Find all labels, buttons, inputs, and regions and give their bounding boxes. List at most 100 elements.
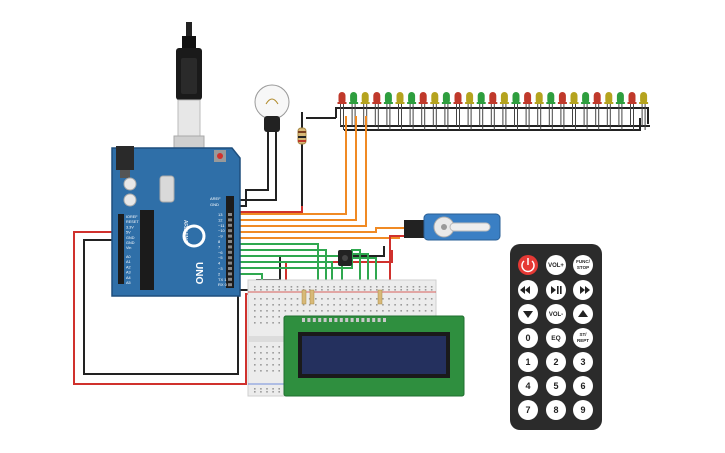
lcd-pin[interactable]: [356, 318, 359, 322]
lcd-pin[interactable]: [312, 318, 316, 322]
power-pin-label: 5V: [126, 231, 131, 235]
digital-pin[interactable]: [228, 256, 232, 260]
remote-digit-1-button[interactable]: 1: [518, 352, 538, 372]
remote-power-button[interactable]: [518, 255, 538, 275]
led-red[interactable]: [337, 92, 347, 130]
servo-motor[interactable]: [404, 213, 501, 241]
remote-down-button[interactable]: [518, 304, 538, 324]
lcd-pin[interactable]: [345, 318, 349, 322]
led-red[interactable]: [418, 92, 428, 130]
lcd-pin[interactable]: [323, 318, 327, 322]
digital-pin[interactable]: [228, 267, 232, 270]
lcd-pin[interactable]: [366, 318, 370, 322]
digital-pin[interactable]: [228, 277, 232, 281]
digital-pin[interactable]: [228, 213, 232, 216]
lcd-pin[interactable]: [318, 318, 322, 322]
digital-pin[interactable]: [228, 272, 232, 276]
digital-pin[interactable]: [228, 234, 232, 238]
lcd-pin[interactable]: [361, 318, 365, 322]
led-green[interactable]: [441, 92, 451, 130]
remote-vol-down-button[interactable]: VOL-: [546, 304, 566, 324]
lcd-display[interactable]: [283, 315, 465, 397]
lcd-pin[interactable]: [383, 318, 386, 322]
play-icon: [551, 286, 556, 294]
svg-text:EQ: EQ: [551, 335, 560, 342]
lcd-pin[interactable]: [339, 318, 343, 322]
led-green[interactable]: [511, 92, 521, 130]
remote-up-button[interactable]: [573, 304, 593, 324]
led-yellow[interactable]: [639, 92, 649, 130]
lcd-pin[interactable]: [334, 318, 338, 322]
remote-digit-5-button[interactable]: 5: [546, 376, 566, 396]
digital-pin-label: ~10: [218, 228, 226, 233]
remote-eq-button[interactable]: EQ: [546, 328, 566, 348]
lcd-pin[interactable]: [302, 318, 305, 322]
breadboard-resistors[interactable]: [301, 289, 383, 305]
arduino-uno-board[interactable]: UNO ARDUINO AREF GND: [111, 146, 241, 297]
remote-digit-6-button[interactable]: 6: [573, 376, 593, 396]
digital-pin[interactable]: [228, 223, 232, 227]
analog-pin-label: A4: [126, 276, 131, 280]
digital-pin[interactable]: [228, 245, 232, 249]
svg-text:1: 1: [525, 357, 530, 367]
remote-digit-3-button[interactable]: 3: [573, 352, 593, 372]
remote-play-pause-button[interactable]: [546, 280, 566, 300]
remote-digit-9-button[interactable]: 9: [573, 400, 593, 420]
digital-pin[interactable]: [228, 229, 232, 233]
digital-pin-label: ~3: [218, 266, 223, 271]
led-yellow[interactable]: [465, 92, 475, 130]
lcd-pin[interactable]: [372, 318, 376, 322]
digital-pin-label: RX 0: [218, 282, 228, 287]
remote-digit-8-button[interactable]: 8: [546, 400, 566, 420]
led-green[interactable]: [546, 92, 556, 130]
led-green[interactable]: [407, 92, 417, 130]
led-red[interactable]: [453, 92, 463, 130]
led-red[interactable]: [488, 92, 498, 130]
led-red[interactable]: [592, 92, 602, 130]
remote-vol-up-button[interactable]: VOL+: [546, 255, 566, 275]
resistor[interactable]: [297, 112, 336, 206]
svg-text:3: 3: [580, 357, 585, 367]
lcd-pin[interactable]: [350, 318, 354, 322]
arduino-logo-text: UNO: [193, 262, 204, 284]
ir-receiver[interactable]: [338, 250, 352, 266]
digital-pin[interactable]: [228, 240, 232, 243]
digital-pin[interactable]: [228, 250, 232, 254]
led-red[interactable]: [523, 92, 533, 130]
lcd-pin[interactable]: [377, 318, 381, 322]
remote-rewind-button[interactable]: [518, 280, 538, 300]
svg-text:4: 4: [525, 381, 530, 391]
led-row: [337, 92, 649, 130]
led-yellow[interactable]: [499, 92, 509, 130]
led-green[interactable]: [615, 92, 625, 130]
remote-func-stop-button[interactable]: FUNC/ STOP: [573, 255, 593, 275]
led-yellow[interactable]: [395, 92, 405, 130]
led-green[interactable]: [383, 92, 393, 130]
led-green[interactable]: [581, 92, 591, 130]
digital-pin[interactable]: [228, 261, 232, 265]
power-pin-label: GND: [126, 236, 135, 240]
remote-fast-forward-button[interactable]: [573, 280, 593, 300]
svg-text:VOL-: VOL-: [549, 312, 563, 318]
lcd-pin[interactable]: [307, 318, 311, 322]
led-green[interactable]: [476, 92, 486, 130]
digital-pin[interactable]: [228, 218, 232, 222]
light-bulb[interactable]: [254, 84, 290, 194]
led-red[interactable]: [627, 92, 637, 130]
remote-st-rept-button[interactable]: ST/ REPT: [573, 328, 593, 348]
led-yellow[interactable]: [534, 92, 544, 130]
digital-pin[interactable]: [228, 283, 232, 287]
svg-text:6: 6: [580, 381, 585, 391]
remote-digit-0-button[interactable]: 0: [518, 328, 538, 348]
svg-text:8: 8: [553, 405, 558, 415]
led-yellow[interactable]: [569, 92, 579, 130]
lcd-pin[interactable]: [329, 318, 332, 322]
remote-digit-4-button[interactable]: 4: [518, 376, 538, 396]
led-red[interactable]: [557, 92, 567, 130]
remote-digit-7-button[interactable]: 7: [518, 400, 538, 420]
fast-forward-icon: [580, 286, 590, 294]
led-yellow[interactable]: [604, 92, 614, 130]
led-yellow[interactable]: [430, 92, 440, 130]
remote-digit-2-button[interactable]: 2: [546, 352, 566, 372]
led-red[interactable]: [372, 92, 382, 130]
